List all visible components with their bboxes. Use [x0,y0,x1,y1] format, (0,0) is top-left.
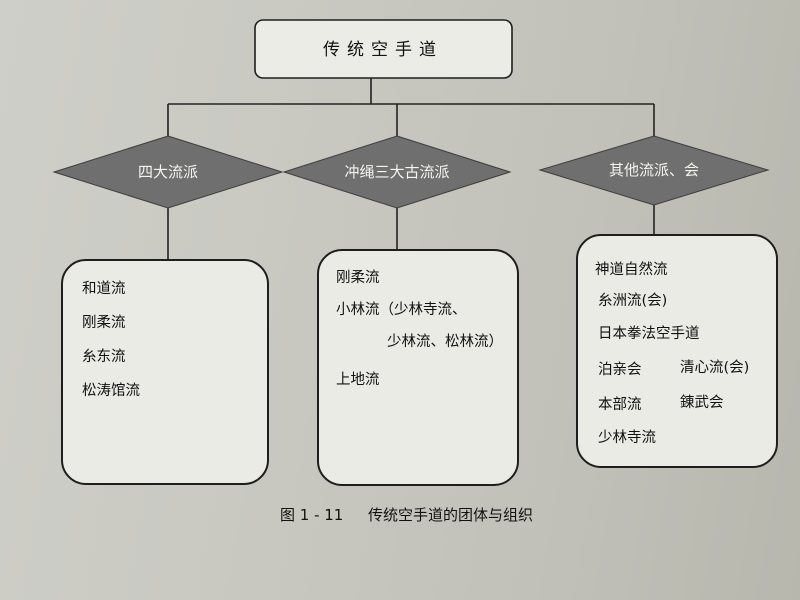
school-item: 本部流 [598,396,642,413]
school-box-frame-2 [317,249,519,486]
school-box-2: 刚柔流 小林流（少林寺流、 少林流、松林流） 上地流 [317,249,519,486]
school-item: 刚柔流 [336,269,380,286]
diamond-shape-1 [52,135,284,209]
school-item: 日本拳法空手道 [598,325,700,342]
root-label: 传统空手道 [323,40,443,60]
diamond-shape-2 [282,135,512,209]
root-node: 传统空手道 [254,19,513,79]
category-label-2: 冲绳三大古流派 [344,163,449,181]
school-box-frame-3 [576,234,778,468]
school-item: 泊亲会 [598,361,642,378]
school-item: 神道自然流 [595,261,668,278]
school-item: 糸东流 [82,348,126,365]
figure-caption: 图 1 - 11 传统空手道的团体与组织 [280,506,533,524]
school-item: 糸洲流(会) [598,292,667,309]
diamond-shape-3 [538,135,770,206]
figure-number: 图 1 - 11 [280,506,343,524]
school-item: 小林流（少林寺流、 [336,301,467,318]
school-item: 清心流(会) [680,359,749,376]
school-item: 和道流 [82,280,126,297]
school-item: 松涛馆流 [82,382,140,399]
category-diamond-3: 其他流派、会 [538,135,770,206]
school-box-1: 和道流 刚柔流 糸东流 松涛馆流 [61,259,269,485]
school-item: 錬武会 [680,394,724,411]
school-item: 少林流、松林流） [387,333,503,350]
root-box [254,19,513,79]
school-item: 少林寺流 [598,429,656,446]
category-diamond-1: 四大流派 [52,135,284,209]
school-box-frame-1 [61,259,269,485]
category-label-3: 其他流派、会 [609,161,699,179]
connectors [167,78,655,260]
figure-title: 传统空手道的团体与组织 [368,506,533,524]
school-item: 上地流 [336,371,380,388]
school-box-3: 神道自然流 糸洲流(会) 日本拳法空手道 泊亲会 清心流(会) 本部流 錬武会 … [576,234,778,468]
category-label-1: 四大流派 [138,163,198,181]
school-item: 刚柔流 [82,314,126,331]
category-diamond-2: 冲绳三大古流派 [282,135,512,209]
